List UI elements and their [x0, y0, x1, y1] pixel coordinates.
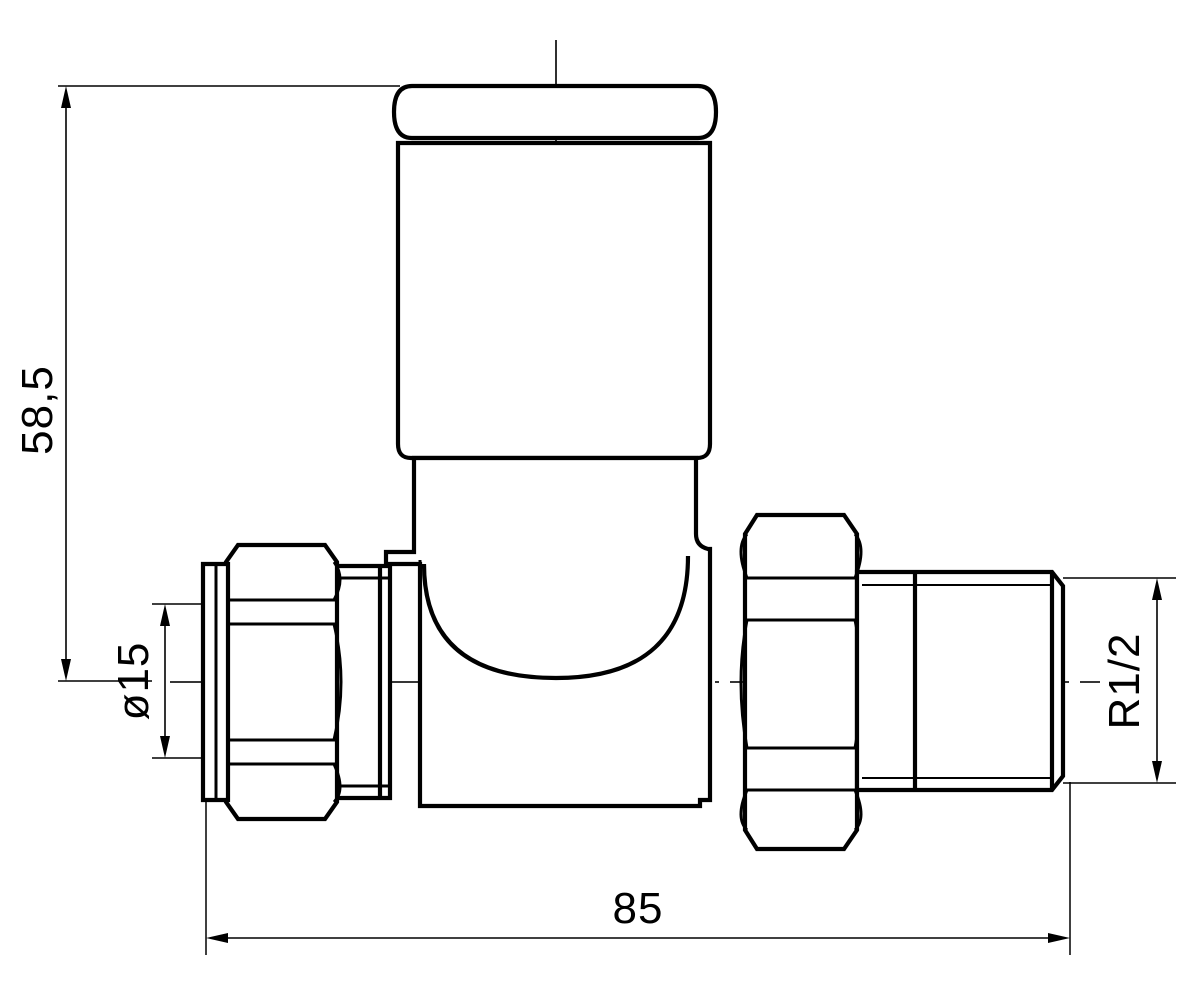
dim-label-height: 58,5	[13, 365, 62, 455]
right-nut-barrel-left	[739, 619, 749, 749]
dim-label-length: 85	[613, 884, 664, 933]
top-cap	[391, 83, 719, 141]
left-nut-barrel-right-bot	[332, 763, 342, 804]
dim-arrow-thread-top	[1152, 578, 1162, 600]
elbow-outer-outline	[383, 455, 713, 809]
right-thread	[854, 569, 1066, 793]
right-hex-nut	[739, 512, 863, 852]
right-hex-nut-outline	[742, 512, 860, 852]
dim-arrow-thread-bottom	[1152, 761, 1162, 783]
left-nut-barrel-right-top	[332, 561, 342, 601]
right-nut-barrel-left-top	[739, 533, 749, 579]
dim-arrow-height-bottom	[61, 659, 71, 681]
dimension-inlet-bore: ø15	[109, 604, 170, 758]
dim-label-bore: ø15	[109, 642, 158, 721]
dim-arrow-length-left	[206, 933, 228, 943]
dimension-length-overall: 85	[206, 884, 1070, 943]
right-nut-barrel-right-bot	[853, 789, 863, 832]
left-nut-barrel-right	[332, 623, 343, 741]
right-nut-barrel-left-bot	[739, 789, 749, 832]
dimension-thread-size: R1/2	[1100, 578, 1162, 783]
left-flange	[200, 561, 231, 803]
dimension-height-overall: 58,5	[13, 86, 71, 681]
dim-arrow-length-right	[1048, 933, 1070, 943]
left-shank	[330, 563, 393, 801]
top-cap-outline	[391, 83, 719, 141]
head-body	[395, 140, 713, 461]
left-hex-nut	[220, 542, 343, 822]
elbow	[383, 455, 713, 809]
dim-label-thread: R1/2	[1100, 633, 1149, 730]
dim-arrow-height-top	[61, 86, 71, 108]
head-body-outline	[395, 140, 713, 461]
right-thread-outline	[854, 569, 1066, 793]
dim-arrow-bore-top	[160, 604, 170, 626]
elbow-internal-radius-arc	[421, 555, 691, 681]
extension-lines-group	[58, 85, 1176, 955]
left-hex-nut-outline	[223, 542, 340, 822]
dim-arrow-bore-bottom	[160, 736, 170, 758]
